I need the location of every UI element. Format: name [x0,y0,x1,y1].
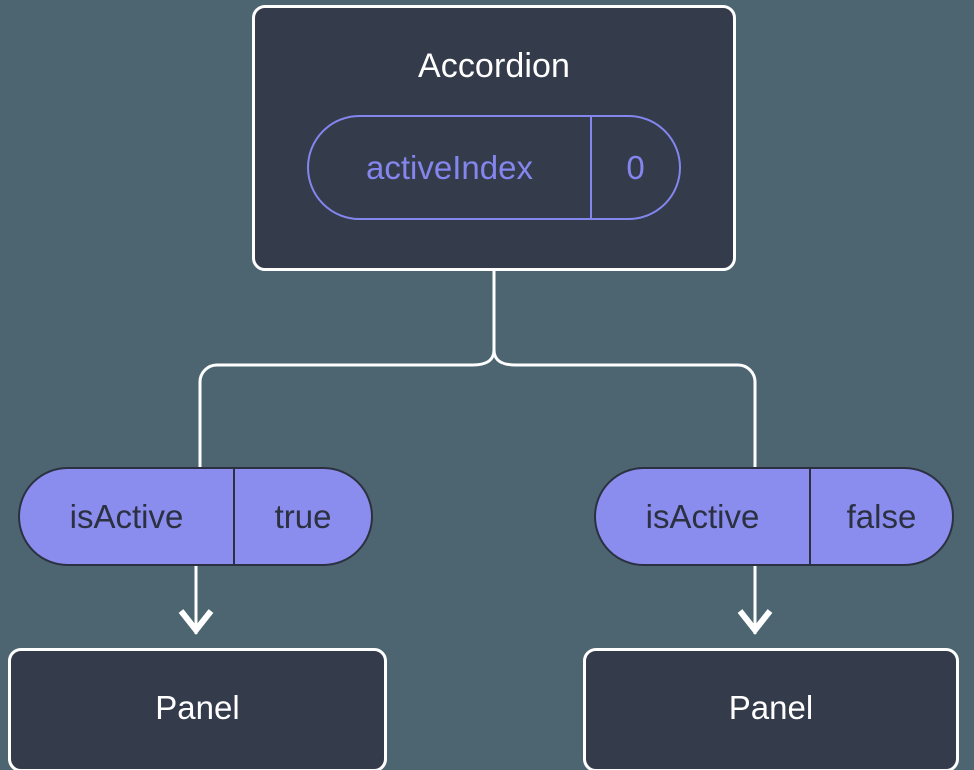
arrowhead-left [178,609,214,635]
prop-key-label-right: isActive [596,469,811,564]
accordion-title: Accordion [417,47,571,85]
prop-key-label-left: isActive [20,469,235,564]
state-pill-active-index[interactable]: activeIndex 0 [307,115,681,220]
prop-value-label-right: false [846,497,917,535]
accordion-component-node[interactable]: Accordion [252,5,736,271]
edge-to-right-prop [492,349,757,468]
prop-pill-is-active-true[interactable]: isActive true [18,467,373,566]
panel-right-title: Panel [728,689,814,726]
panel-node-right[interactable]: Panel [583,648,959,770]
edge-to-left-prop [198,349,496,468]
prop-pill-is-active-false[interactable]: isActive false [594,467,954,566]
state-value-label: 0 [626,148,645,186]
panel-node-left[interactable]: Panel [8,648,387,770]
arrowhead-right [737,609,773,635]
panel-left-title: Panel [155,689,240,726]
prop-value-label-left: true [274,497,332,535]
state-key-label: activeIndex [309,117,592,218]
